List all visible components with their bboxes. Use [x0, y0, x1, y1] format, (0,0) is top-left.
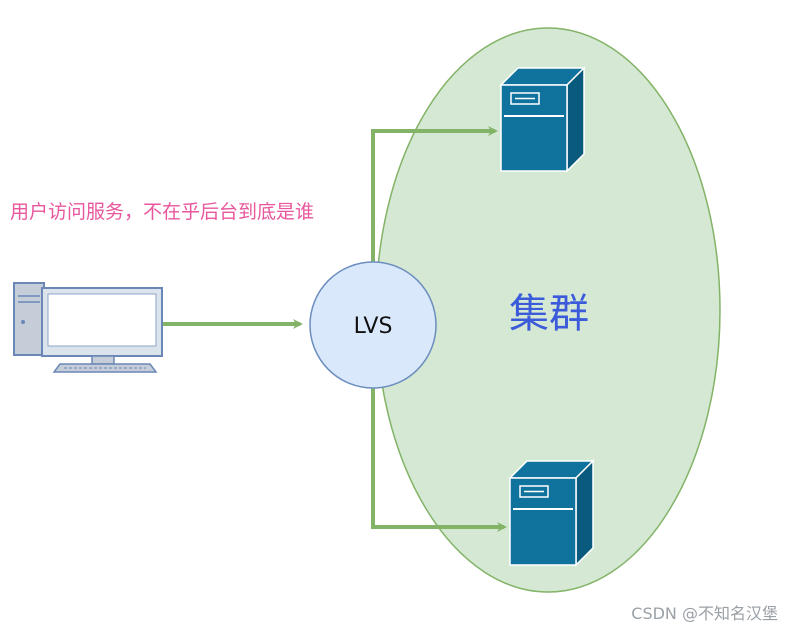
- server-icon: [499, 66, 586, 173]
- lvs-node: [309, 261, 437, 389]
- caption-text: 用户访问服务，不在乎后台到底是谁: [10, 201, 315, 223]
- arrow-lvs-to-server-bottom: [371, 388, 507, 532]
- desktop-computer-icon: [13, 282, 163, 373]
- cluster-label: 集群: [509, 291, 589, 337]
- server-icon: [508, 459, 595, 567]
- arrow-lvs-to-server-top: [371, 126, 498, 262]
- lvs-label: LVS: [354, 314, 393, 339]
- watermark: CSDN @不知名汉堡: [631, 604, 778, 623]
